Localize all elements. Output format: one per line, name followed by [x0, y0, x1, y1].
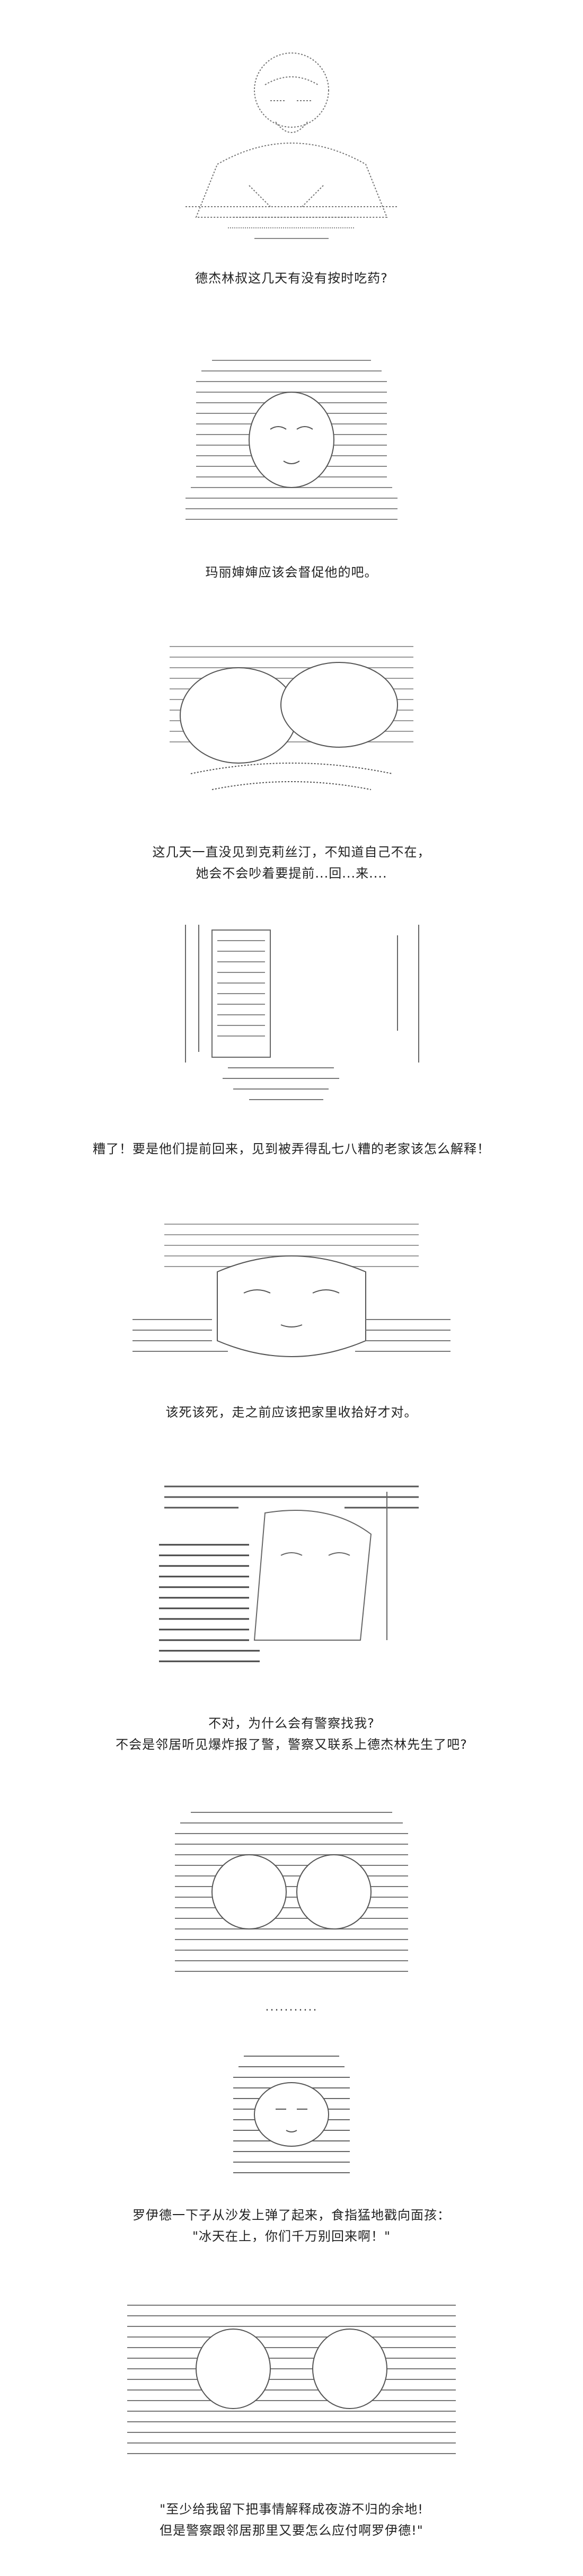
- caption-line: 德杰林叔这几天有没有按时吃药?: [195, 271, 388, 286]
- ascii-art-chibi-pointing-icon: [212, 2046, 371, 2194]
- caption-line: 该死该死，走之前应该把家里收拾好才对。: [165, 1405, 418, 1420]
- ellipsis-text: ...........: [265, 2000, 318, 2014]
- caption-line: 不会是邻居听见爆炸报了警，警察又联系上德杰林先生了吧?: [116, 1737, 467, 1752]
- caption-line: "冰天在上，你们千万别回来啊！": [192, 2229, 391, 2244]
- caption-line: 不对，为什么会有警察找我?: [208, 1716, 375, 1731]
- caption-line: 这几天一直没见到克莉丝汀，不知道自己不在，: [152, 845, 431, 860]
- ascii-art-boy-worried-icon: [122, 1214, 461, 1378]
- caption-line: 罗伊德一下子从沙发上弹了起来，食指猛地戳向面孩：: [132, 2208, 450, 2223]
- caption-line: 她会不会吵着要提前...回...来....: [196, 866, 387, 881]
- caption-line: 但是警察跟邻居那里又要怎么应付啊罗伊德!": [160, 2523, 423, 2538]
- caption-line: 糟了！要是他们提前回来，见到被弄得乱七八糟的老家该怎么解释！: [93, 1141, 490, 1156]
- ascii-art-group-shouting-icon: [111, 2295, 472, 2475]
- ascii-art-doorway-room-icon: [122, 925, 461, 1116]
- ascii-art-woman-hat-icon: [180, 350, 403, 546]
- caption-line: "至少给我留下把事情解释成夜游不归的余地!: [160, 2502, 423, 2517]
- ascii-art-girl-sleeping-icon: [148, 636, 435, 805]
- ascii-art-old-man-desk-icon: [154, 48, 429, 249]
- ascii-art-boy-phone-icon: [143, 1481, 440, 1683]
- caption-line: 玛丽婶婶应该会督促他的吧。: [205, 565, 378, 580]
- ascii-art-group-scene-icon: [159, 1802, 424, 1982]
